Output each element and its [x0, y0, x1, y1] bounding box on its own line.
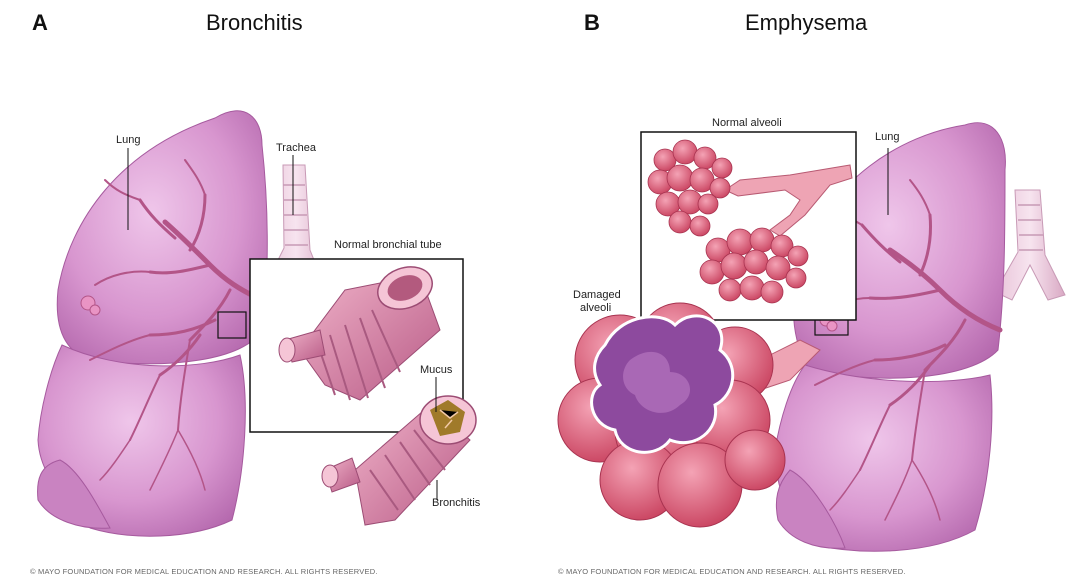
label-bronchitis: Bronchitis [432, 497, 481, 509]
inset-marker-a [217, 311, 247, 339]
panel-a-title: Bronchitis [206, 10, 303, 35]
lung-a-lower-lobe [37, 344, 246, 537]
bronchitis-tube [321, 395, 477, 526]
normal-bronchial-tube [278, 266, 441, 401]
panel-a-letter: A [32, 10, 48, 35]
leader-lines-a [127, 148, 438, 500]
panel-a-illustration [37, 110, 477, 537]
normal-alveoli-cluster [647, 139, 853, 304]
label-damaged-alveoli-line1: Damaged [573, 289, 621, 301]
bronchial-tree-b [814, 179, 1003, 521]
label-mucus: Mucus [420, 364, 453, 376]
label-damaged-alveoli-line2: alveoli [580, 302, 612, 314]
panel-b-illustration [557, 122, 1066, 552]
copyright-a: © MAYO FOUNDATION FOR MEDICAL EDUCATION … [30, 567, 378, 576]
label-trachea: Trachea [276, 142, 316, 154]
panel-b-letter: B [584, 10, 600, 35]
lung-a-upper-lobe [56, 110, 268, 365]
trachea-b [994, 189, 1066, 301]
damaged-alveoli [557, 302, 821, 528]
label-lung-a: Lung [116, 134, 141, 146]
bronchial-tree-a [89, 159, 265, 491]
copyright-b: © MAYO FOUNDATION FOR MEDICAL EDUCATION … [558, 567, 906, 576]
label-normal-bronchial-tube: Normal bronchial tube [334, 239, 442, 251]
label-lung-b: Lung [875, 131, 900, 143]
label-normal-alveoli: Normal alveoli [712, 117, 782, 129]
panel-b-title: Emphysema [745, 10, 868, 35]
